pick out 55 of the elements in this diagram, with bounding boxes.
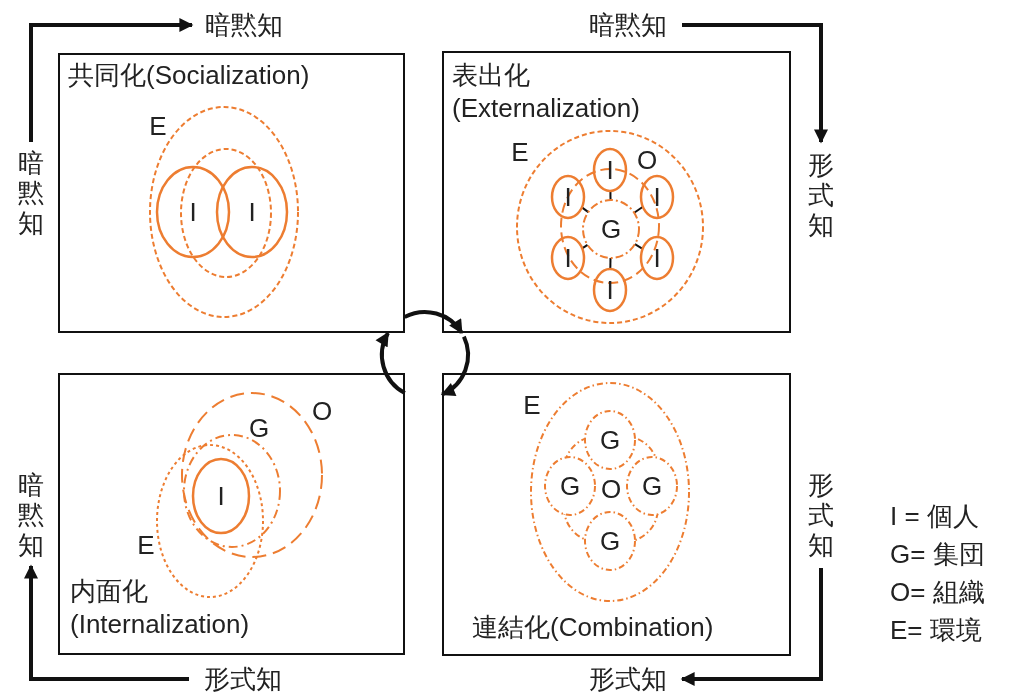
quadrant-box: [442, 373, 791, 656]
letter-label: E: [522, 390, 542, 420]
knowledge-label: 形式知: [197, 662, 289, 694]
letter-label: E: [148, 111, 168, 141]
cycle-arrow: [440, 335, 470, 397]
link-line: [609, 257, 612, 270]
letter-label: I: [563, 182, 573, 212]
letter-label: I: [188, 197, 198, 227]
arrow: [29, 18, 194, 142]
letter-label: I: [216, 481, 226, 511]
letter-label: I: [563, 243, 573, 273]
letter-label: G: [640, 471, 664, 501]
arrow: [682, 23, 828, 144]
knowledge-label: 暗黙知: [582, 8, 674, 42]
letter-label: G: [558, 471, 582, 501]
legend-entry: E= 環境: [890, 614, 982, 646]
knowledge-label: 暗黙知: [198, 8, 290, 42]
quadrant-box: [442, 51, 791, 333]
letter-label: I: [605, 155, 615, 185]
quadrant-box: [58, 53, 405, 333]
letter-label: G: [599, 214, 623, 244]
letter-label: G: [598, 526, 622, 556]
legend-entry: O= 組織: [890, 576, 985, 608]
quadrant-title: 共同化(Socialization): [68, 59, 310, 92]
knowledge-label: 形式知: [806, 148, 836, 242]
letter-label: I: [652, 182, 662, 212]
link-line: [633, 205, 644, 214]
knowledge-label: 暗黙知: [16, 468, 46, 560]
letter-label: O: [599, 474, 623, 504]
legend-entry: I = 個人: [890, 500, 979, 532]
arrow: [680, 568, 823, 686]
arrow: [24, 564, 189, 681]
quadrant-box: [58, 373, 405, 655]
cycle-arrow: [403, 310, 464, 334]
letter-label: G: [598, 425, 622, 455]
letter-label: I: [605, 275, 615, 305]
letter-label: O: [635, 145, 659, 175]
letter-label: I: [247, 197, 257, 227]
letter-label: E: [510, 137, 530, 167]
link-line: [581, 243, 589, 250]
letter-label: I: [652, 243, 662, 273]
knowledge-label: 暗黙知: [16, 146, 46, 240]
quadrant-title: 内面化(Internalization): [70, 575, 251, 641]
knowledge-label: 形式知: [582, 662, 674, 694]
cycle-arrow: [376, 331, 406, 395]
link-line: [633, 243, 644, 250]
link-line: [580, 206, 590, 214]
legend-entry: G= 集団: [890, 538, 985, 570]
letter-label: O: [310, 396, 334, 426]
letter-label: G: [247, 413, 271, 443]
quadrant-title: 表出化(Externalization): [452, 59, 641, 125]
knowledge-label: 形式知: [806, 468, 836, 560]
letter-label: E: [136, 530, 156, 560]
link-line: [609, 190, 612, 201]
quadrant-title: 連結化(Combination): [472, 611, 714, 644]
